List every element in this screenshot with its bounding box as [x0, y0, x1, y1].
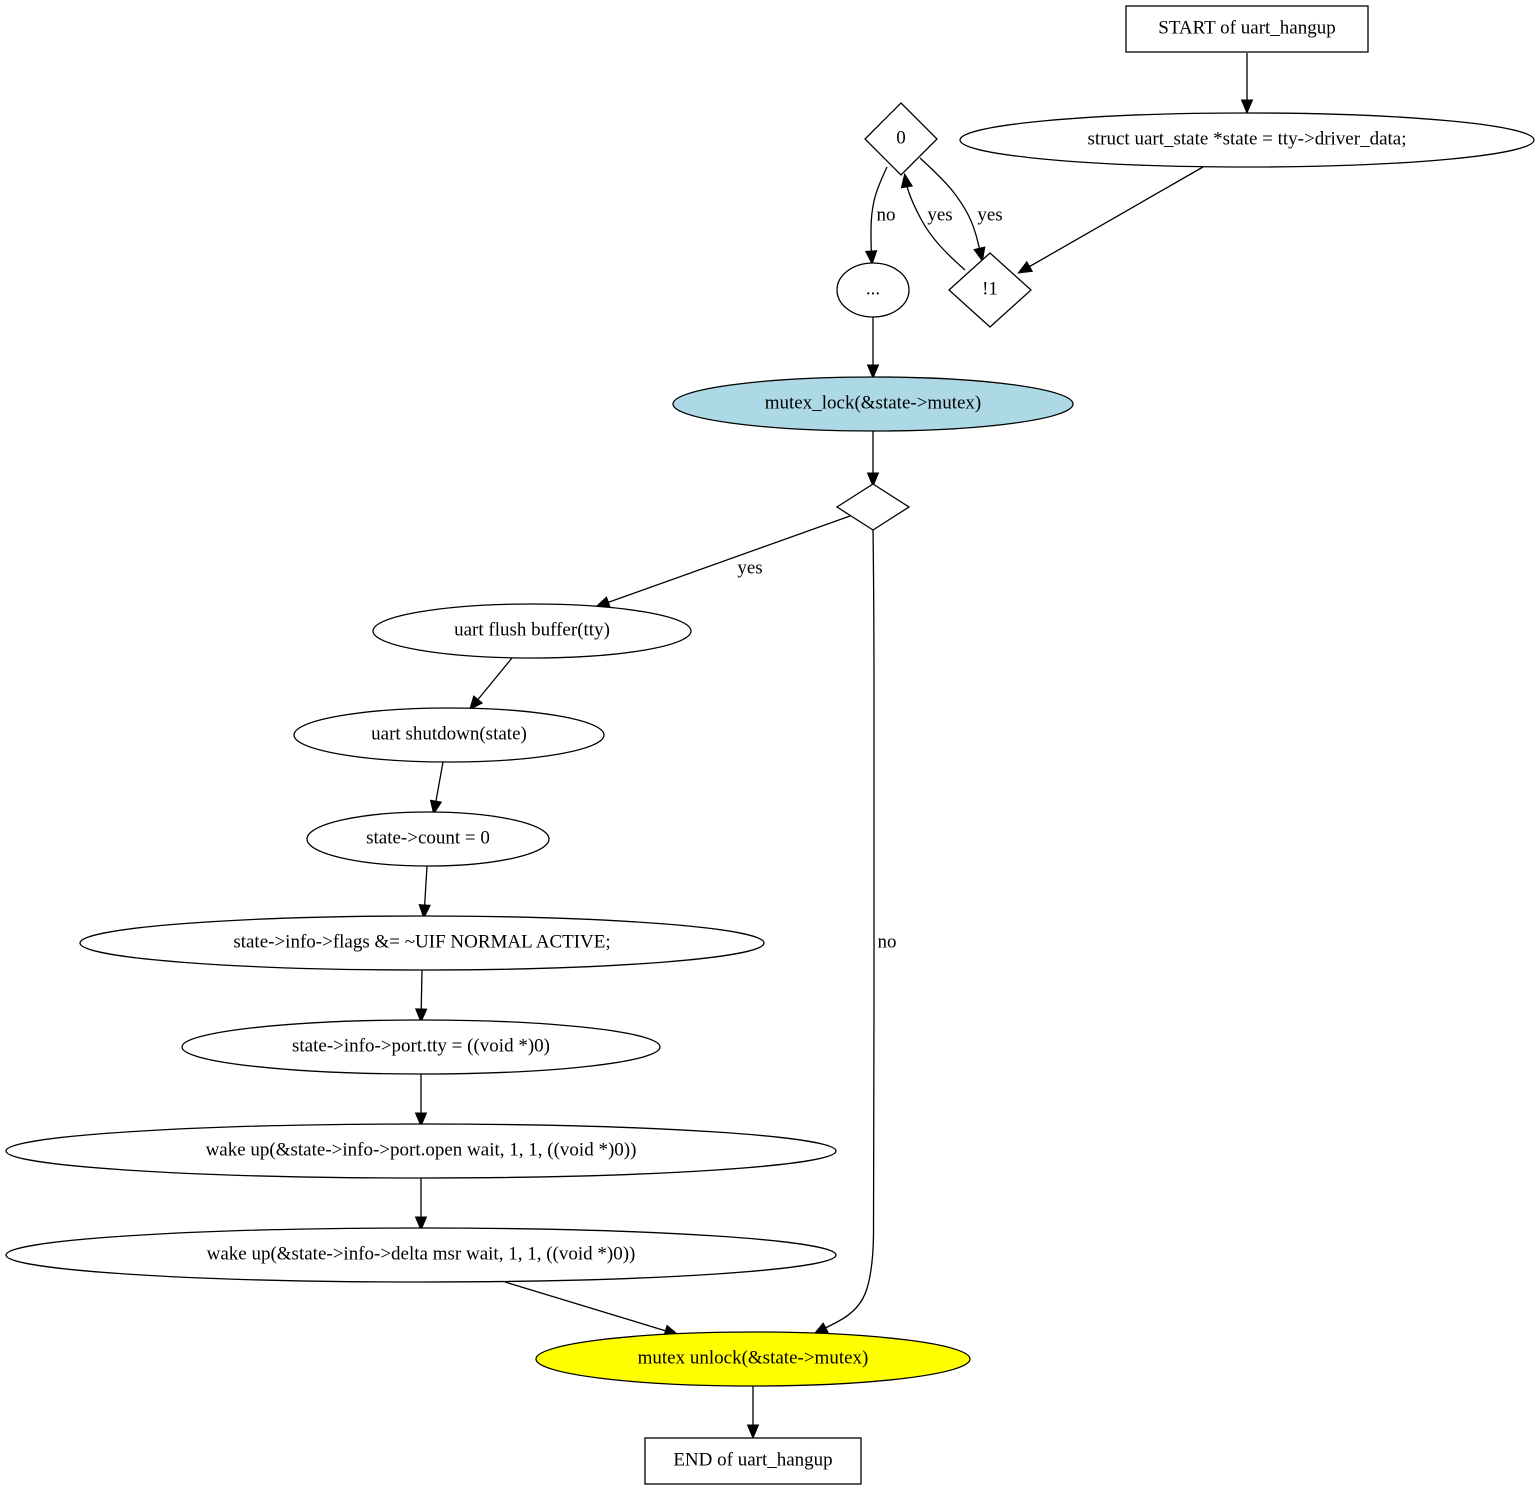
box-shape [644, 1437, 862, 1485]
edge-wake_delta-to-mutex_unlock [504, 1281, 680, 1337]
node-label: struct uart_state *state = tty->driver_d… [1088, 128, 1407, 149]
edge-count_zero-to-clear_flags [418, 865, 431, 920]
edge-shutdown-to-count_zero [429, 761, 444, 816]
edge-label: yes [737, 557, 762, 578]
node-wake-open: wake up(&state->info->port.open wait, 1,… [5, 1123, 837, 1179]
arrowhead [866, 364, 880, 380]
ellipse-shape [181, 1019, 661, 1075]
arrowhead [414, 1112, 428, 1128]
ellipse-shape [5, 1227, 837, 1283]
ellipse-shape [672, 376, 1074, 432]
edge-label: yes [977, 204, 1002, 225]
edge-line [597, 515, 851, 607]
edge-flush_buffer-to-shutdown [468, 657, 513, 711]
node-label: state->info->flags &= ~UIF NORMAL ACTIVE… [233, 931, 610, 952]
edge-start-to-state_decl [1240, 53, 1254, 115]
node-flush-buffer: uart flush buffer(tty) [372, 603, 692, 659]
node-label: !1 [982, 278, 998, 299]
ellipse-shape [836, 262, 910, 318]
node-count-zero: state->count = 0 [306, 811, 550, 867]
arrowhead [418, 904, 431, 920]
node-cond-flags [835, 483, 911, 531]
node-ellipsis: ... [836, 262, 910, 318]
node-shutdown: uart shutdown(state) [293, 707, 605, 763]
arrowhead [414, 1008, 428, 1024]
node-label: uart flush buffer(tty) [454, 619, 610, 640]
edge-label: yes [927, 204, 952, 225]
node-label: wake up(&state->info->port.open wait, 1,… [206, 1139, 637, 1160]
arrowhead [414, 1216, 428, 1232]
edge-line [904, 175, 966, 271]
diamond-shape [948, 252, 1032, 328]
edge-wake_open-to-wake_delta [414, 1178, 428, 1232]
edge-line [1019, 166, 1204, 273]
ellipse-shape [372, 603, 692, 659]
node-end: END of uart_hangup [644, 1437, 862, 1485]
edges-layer: yes yes no yes no [414, 53, 1254, 1440]
ellipse-shape [535, 1331, 971, 1387]
arrowhead [864, 250, 878, 266]
node-label: END of uart_hangup [673, 1449, 832, 1470]
node-label: state->info->port.tty = ((void *)0) [292, 1035, 550, 1056]
edge-clear_flags-to-port_tty [414, 969, 428, 1024]
node-label: ... [866, 278, 880, 299]
edge-line [504, 1281, 677, 1335]
edge-ellipsis-to-mutex_lock [866, 317, 880, 380]
node-state-decl: struct uart_state *state = tty->driver_d… [959, 112, 1535, 168]
node-port-tty: state->info->port.tty = ((void *)0) [181, 1019, 661, 1075]
edge-port_tty-to-wake_open [414, 1074, 428, 1128]
node-mutex-lock: mutex_lock(&state->mutex) [672, 376, 1074, 432]
arrowhead [468, 695, 484, 711]
edge-mutex_lock-to-cond_flags [866, 431, 880, 488]
node-cond-not-one: !1 [948, 252, 1032, 328]
edge-line [815, 529, 875, 1334]
arrowhead [429, 799, 443, 816]
edge-line [919, 157, 983, 260]
box-shape [1125, 5, 1369, 53]
arrowhead [866, 472, 880, 488]
edge-label: no [878, 931, 897, 952]
node-label: START of uart_hangup [1158, 17, 1335, 38]
node-label: state->count = 0 [366, 827, 490, 848]
node-cond-zero: 0 [864, 102, 938, 176]
arrowhead [973, 246, 986, 263]
node-start: START of uart_hangup [1125, 5, 1369, 53]
arrowhead [1017, 260, 1034, 274]
edge-cond_flags-to-mutex_unlock: no [813, 529, 897, 1335]
ellipse-shape [959, 112, 1535, 168]
arrowhead [813, 1322, 830, 1335]
node-label: 0 [896, 127, 906, 148]
diamond-shape [835, 483, 911, 531]
edge-cond_zero-to-cond_not_one: yes [919, 157, 1003, 263]
ellipse-shape [306, 811, 550, 867]
arrowhead [900, 172, 914, 189]
diamond-shape [864, 102, 938, 176]
ellipse-shape [79, 915, 765, 971]
node-label: wake up(&state->info->delta msr wait, 1,… [207, 1243, 636, 1264]
node-mutex-unlock: mutex unlock(&state->mutex) [535, 1331, 971, 1387]
node-label: mutex unlock(&state->mutex) [638, 1347, 869, 1368]
node-wake-delta: wake up(&state->info->delta msr wait, 1,… [5, 1227, 837, 1283]
edge-cond_not_one-to-cond_zero: yes [900, 172, 966, 271]
edge-cond_zero-to-ellipsis: no [864, 166, 896, 266]
node-label: uart shutdown(state) [371, 723, 527, 744]
edge-line [870, 166, 888, 263]
node-label: mutex_lock(&state->mutex) [765, 392, 982, 413]
ellipse-shape [5, 1123, 837, 1179]
edge-label: no [877, 204, 896, 225]
edge-state_decl-to-cond_not_one [1017, 166, 1204, 274]
node-clear-flags: state->info->flags &= ~UIF NORMAL ACTIVE… [79, 915, 765, 971]
edge-mutex_unlock-to-end [746, 1386, 760, 1440]
ellipse-shape [293, 707, 605, 763]
arrowhead [1240, 99, 1254, 115]
edge-cond_flags-to-flush_buffer: yes [594, 515, 851, 609]
arrowhead [746, 1424, 760, 1440]
